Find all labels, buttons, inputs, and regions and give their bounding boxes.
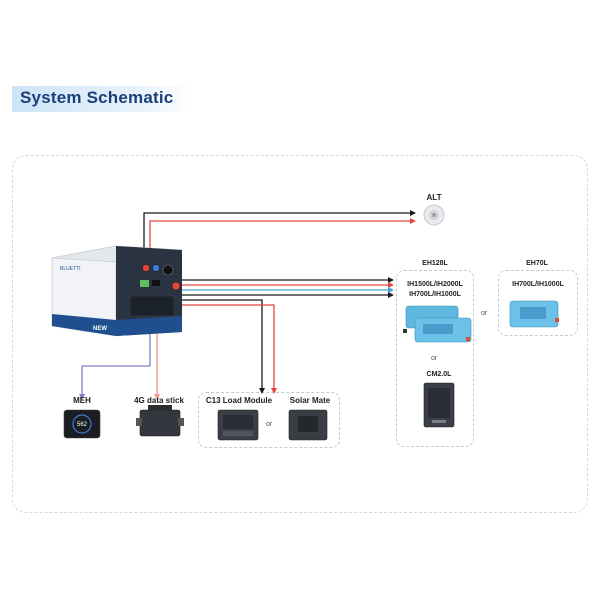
wire-solar-red: [176, 304, 275, 388]
wire-alt-black: [143, 212, 410, 262]
label-ih-eh70l: IH700L/IH1000L: [512, 281, 564, 288]
data-stick-image: [136, 405, 184, 437]
eh128l-group: [396, 270, 474, 447]
arrow-inv-black2: [388, 292, 394, 298]
or-label-cm20l: or: [431, 355, 438, 362]
battery-unit: BLUETTI NEW: [51, 245, 183, 337]
wire-c13-black: [176, 299, 263, 388]
label-solar-mate: Solar Mate: [289, 396, 331, 405]
wire-alt-red: [149, 220, 410, 262]
inverter-eh70l-image: [509, 300, 559, 328]
arrow-inv-black: [388, 277, 394, 283]
title-highlight: [12, 86, 192, 112]
inverter-ih1500l-image: [403, 305, 472, 343]
eh70l-group: [498, 270, 578, 336]
label-ih-line2: IH700L/IH1000L: [409, 291, 461, 298]
label-c13: C13 Load Module: [205, 396, 273, 405]
cm20l-image: [423, 382, 455, 428]
page-title: System Schematic: [20, 88, 174, 107]
label-eh128l: EH128L: [422, 260, 448, 267]
label-ih-line1: IH1500L/IH2000L: [407, 281, 463, 288]
label-4g-stick: 4G data stick: [134, 396, 184, 405]
device-model: NEW: [93, 326, 107, 332]
label-eh70l: EH70L: [526, 260, 548, 267]
label-cm20l: CM2.0L: [426, 371, 452, 378]
meh-display-readout: 562: [77, 422, 88, 428]
solar-mate-image: [288, 409, 328, 441]
arrow-c13: [259, 388, 265, 394]
arrow-alt-black: [410, 210, 416, 216]
arrow-inv-red: [388, 282, 394, 288]
label-meh: MEH: [73, 396, 91, 405]
device-brand: BLUETTI: [60, 266, 81, 272]
load-module-group: [198, 392, 340, 448]
arrow-meh: [79, 394, 85, 400]
arrow-solar: [271, 388, 277, 394]
c13-module-image: [217, 409, 259, 441]
meh-display-image: 562: [63, 409, 101, 439]
schematic-panel: [12, 155, 588, 513]
label-alt: ALT: [426, 193, 442, 202]
arrow-4g: [154, 394, 160, 400]
arrow-alt-red: [410, 218, 416, 224]
arrow-inv-blue: [388, 287, 394, 293]
or-label-loads: or: [266, 421, 273, 428]
alternator-icon: [423, 204, 445, 226]
or-label-inverters: or: [481, 310, 488, 317]
